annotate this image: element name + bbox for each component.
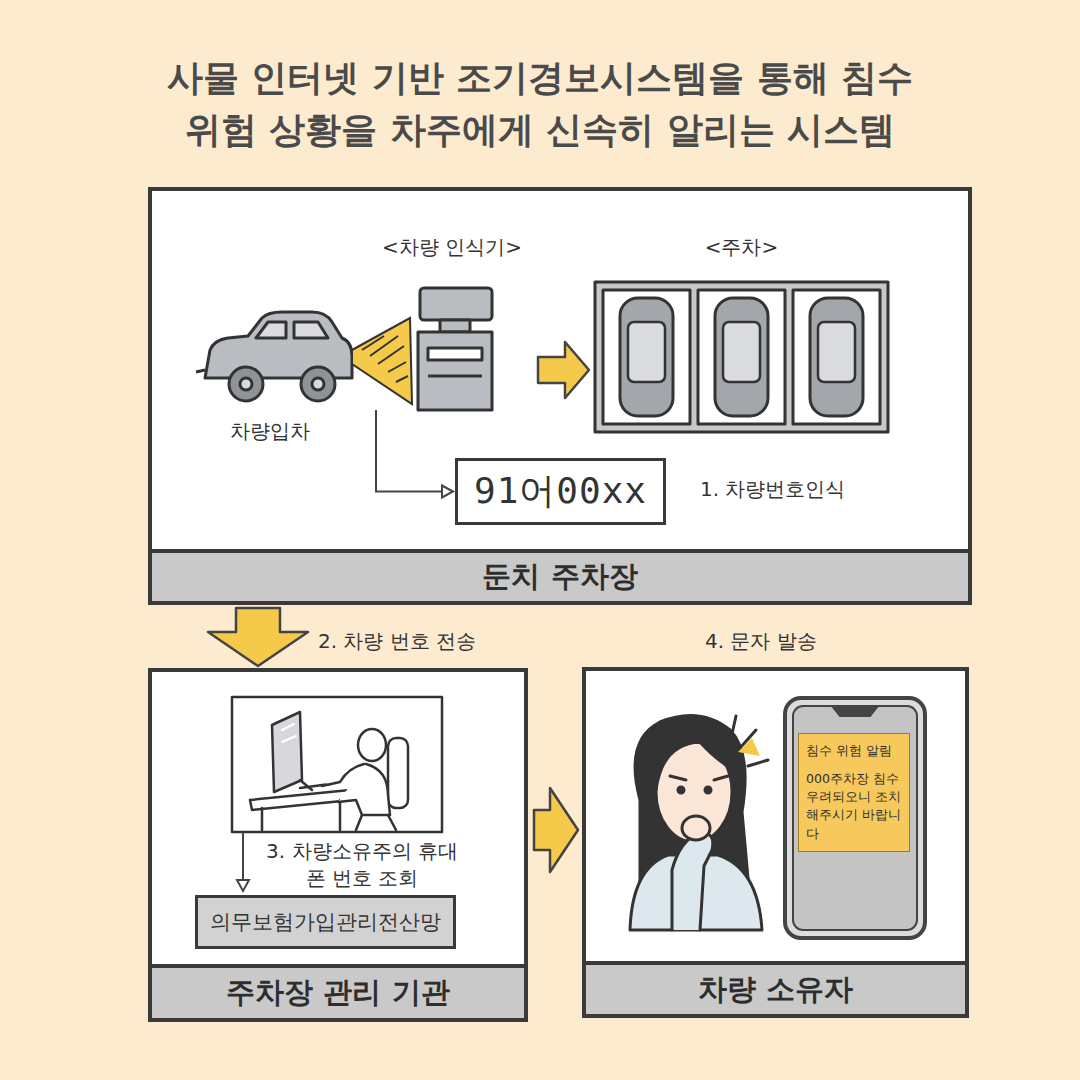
parking-lot (595, 282, 888, 432)
node-title: <주차> (593, 234, 890, 261)
panel-band: 주차장 관리 기관 (152, 964, 524, 1018)
panel-band: 차량 소유자 (586, 961, 965, 1014)
labeled-figure: <주차> (593, 234, 890, 434)
node-title: 의무보험가입관리전산망 (210, 910, 441, 934)
panel-fill (148, 668, 528, 1022)
node-title: 주차장 관리 기관 (226, 973, 449, 1013)
note-label: 3. 차량소유주의 휴대폰 번호 조회 (262, 838, 462, 892)
headlight-beam (352, 318, 412, 404)
connector (208, 608, 308, 666)
labeled-figure: <차량 인식기> (372, 234, 532, 412)
car-illustration (196, 312, 352, 401)
edge-label: 4. 문자 발송 (705, 628, 817, 655)
node-title: 둔치 주차장 (482, 557, 637, 597)
leader-line (237, 832, 249, 891)
connector (376, 410, 453, 498)
panel-box: 차량 소유자 침수 위험 알림 000주차장 침수 우려되오니 조치 해주시기 바랍… (582, 667, 969, 1018)
node-title: 침수 위험 알림 (806, 742, 902, 760)
office-illustration (232, 697, 442, 832)
node-title: <차량 인식기> (372, 234, 532, 261)
panel-box: 둔치 주차장 <차량 인식기> <주차> 91어00xx (148, 187, 972, 605)
note-label: 1. 차량번호인식 (700, 476, 845, 503)
connector (538, 342, 589, 398)
panel-band: 둔치 주차장 (152, 549, 968, 601)
owner-illustration (630, 716, 768, 930)
node-text: 000주차장 침수 우려되오니 조치 해주시기 바랍니다 (806, 770, 902, 843)
node-title: 91어00xx (474, 470, 647, 511)
connector (534, 788, 578, 872)
panel-fill (148, 187, 972, 605)
edge-label: 2. 차량 번호 전송 (318, 628, 476, 655)
node-title: 차량 소유자 (698, 970, 853, 1010)
message-box: 침수 위험 알림 000주차장 침수 우려되오니 조치 해주시기 바랍니다 (798, 733, 910, 852)
plate-box: 91어00xx (455, 458, 666, 525)
note-label: 차량입차 (230, 418, 310, 445)
title: 사물 인터넷 기반 조기경보시스템을 통해 침수위험 상황을 차주에게 신속히 … (90, 52, 990, 156)
panel-fill (582, 667, 969, 1018)
recognizer-device (418, 288, 492, 410)
network-box: 의무보험가입관리전산망 (195, 895, 456, 949)
phone-illustration (785, 698, 925, 938)
